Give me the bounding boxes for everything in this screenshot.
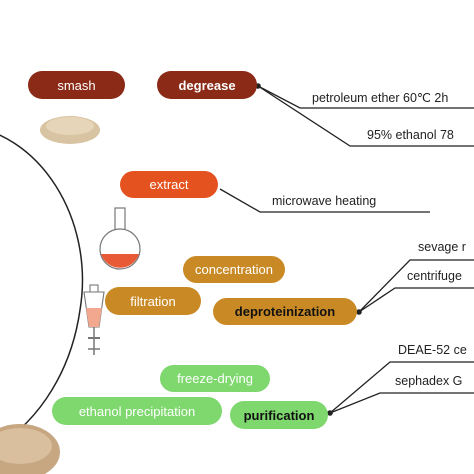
step-concentration: concentration — [183, 256, 285, 283]
purification-note-1: DEAE-52 ce — [398, 343, 467, 357]
step-extract: extract — [120, 171, 218, 198]
step-ethanol-precipitation: ethanol precipitation — [52, 397, 222, 425]
round-bottom-flask-icon — [99, 207, 141, 270]
degrease-note-1: petroleum ether 60℃ 2h — [312, 91, 449, 105]
degrease-note-2: 95% ethanol 78 — [367, 128, 454, 142]
step-deproteinization: deproteinization — [213, 298, 357, 325]
powder-heap-icon — [40, 116, 100, 144]
step-freeze-drying: freeze-drying — [160, 365, 270, 392]
deproteinization-connector-line-2 — [358, 287, 474, 313]
degrease-connector-line-1 — [257, 85, 474, 109]
degrease-connector-line-2 — [257, 85, 474, 147]
purification-note-2: sephadex G — [395, 374, 463, 388]
deproteinization-note-1: sevage r — [418, 240, 466, 254]
purification-connector-line-2 — [329, 392, 474, 414]
process-arc — [0, 134, 84, 446]
step-smash: smash — [28, 71, 125, 99]
purification-connector-line-1 — [329, 361, 474, 414]
step-purification: purification — [230, 401, 328, 429]
extract-note-1: microwave heating — [272, 194, 377, 208]
deproteinization-connector-line-1 — [358, 259, 474, 313]
extract-connector-line — [219, 188, 430, 213]
separatory-funnel-icon — [83, 284, 105, 355]
deproteinization-note-2: centrifuge — [407, 269, 462, 283]
step-filtration: filtration — [105, 287, 201, 315]
powder-pile-icon — [0, 424, 60, 474]
step-degrease: degrease — [157, 71, 257, 99]
